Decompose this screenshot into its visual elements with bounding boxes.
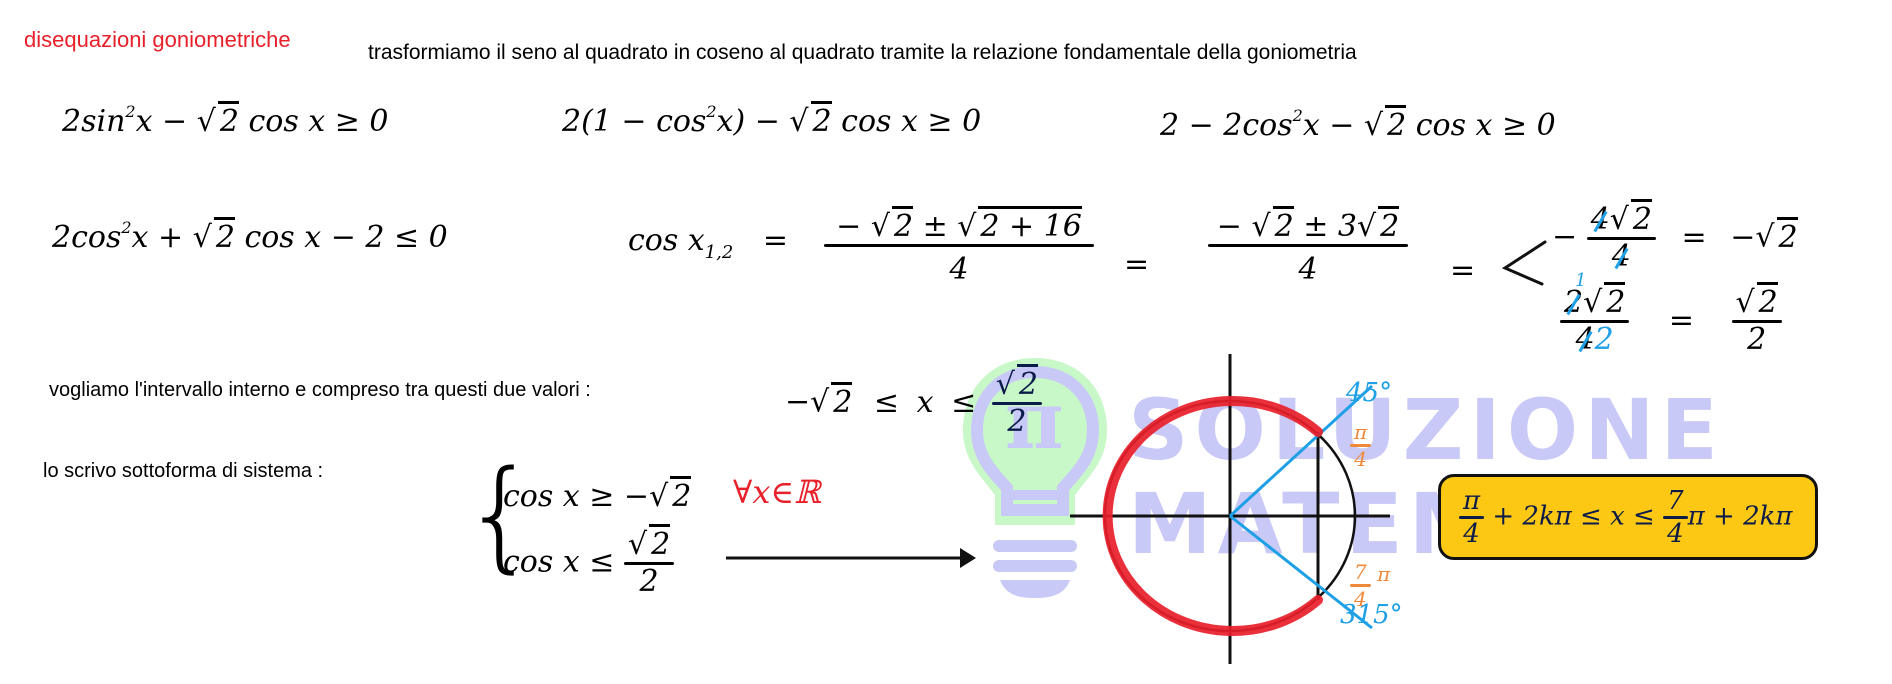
watermark-logo: [963, 358, 1107, 598]
interval-label: vogliamo l'intervallo interno e compreso…: [49, 379, 591, 401]
system-row-1: cos x ≥ −√2: [503, 476, 692, 514]
equation-substituted: 2(1 − cos2x) − √2 cos x ≥ 0: [562, 101, 982, 139]
system-row-2: cos x ≤ √2 2: [503, 524, 675, 597]
solution-label: cos x1,2 =: [628, 223, 789, 263]
cancel-mark: 1: [1575, 270, 1587, 291]
watermark-logo-glyph: π: [1005, 373, 1070, 467]
interval-inequality: −√2 ≤ x ≤ √2 2: [785, 364, 1042, 437]
equation-quadratic: 2cos2x + √2 cos x − 2 ≤ 0: [52, 217, 448, 255]
equation-original: 2sin2x − √2 cos x ≥ 0: [62, 101, 389, 139]
equals-sign: =: [1450, 253, 1476, 288]
system-row-1-note: ∀x∈ℝ: [733, 473, 821, 511]
unit-circle-diagram: [1070, 354, 1390, 664]
angle-45-label: 45°: [1346, 378, 1393, 408]
quadratic-formula-fraction: − √2 ± √2 + 16 4: [824, 206, 1094, 285]
system-brace: {: [462, 446, 539, 585]
system-label: lo scrivo sottoforma di sistema :: [43, 460, 324, 482]
arrow-to-circle: [726, 548, 976, 568]
angle-315-label: 315°: [1340, 600, 1403, 630]
page-title: disequazioni goniometriche: [24, 27, 291, 52]
equals-sign: =: [1124, 247, 1150, 282]
branch-bracket: [1501, 240, 1547, 286]
branch-bottom-fraction: 2√2 42 = √2 2: [1560, 282, 1782, 355]
equation-expanded: 2 − 2cos2x − √2 cos x ≥ 0: [1160, 105, 1556, 143]
intro-text: trasformiamo il seno al quadrato in cose…: [368, 41, 1357, 64]
simplified-fraction: − √2 ± 3√2 4: [1208, 206, 1408, 285]
branch-top-fraction: − 4√2 4 = −√2: [1552, 199, 1798, 272]
